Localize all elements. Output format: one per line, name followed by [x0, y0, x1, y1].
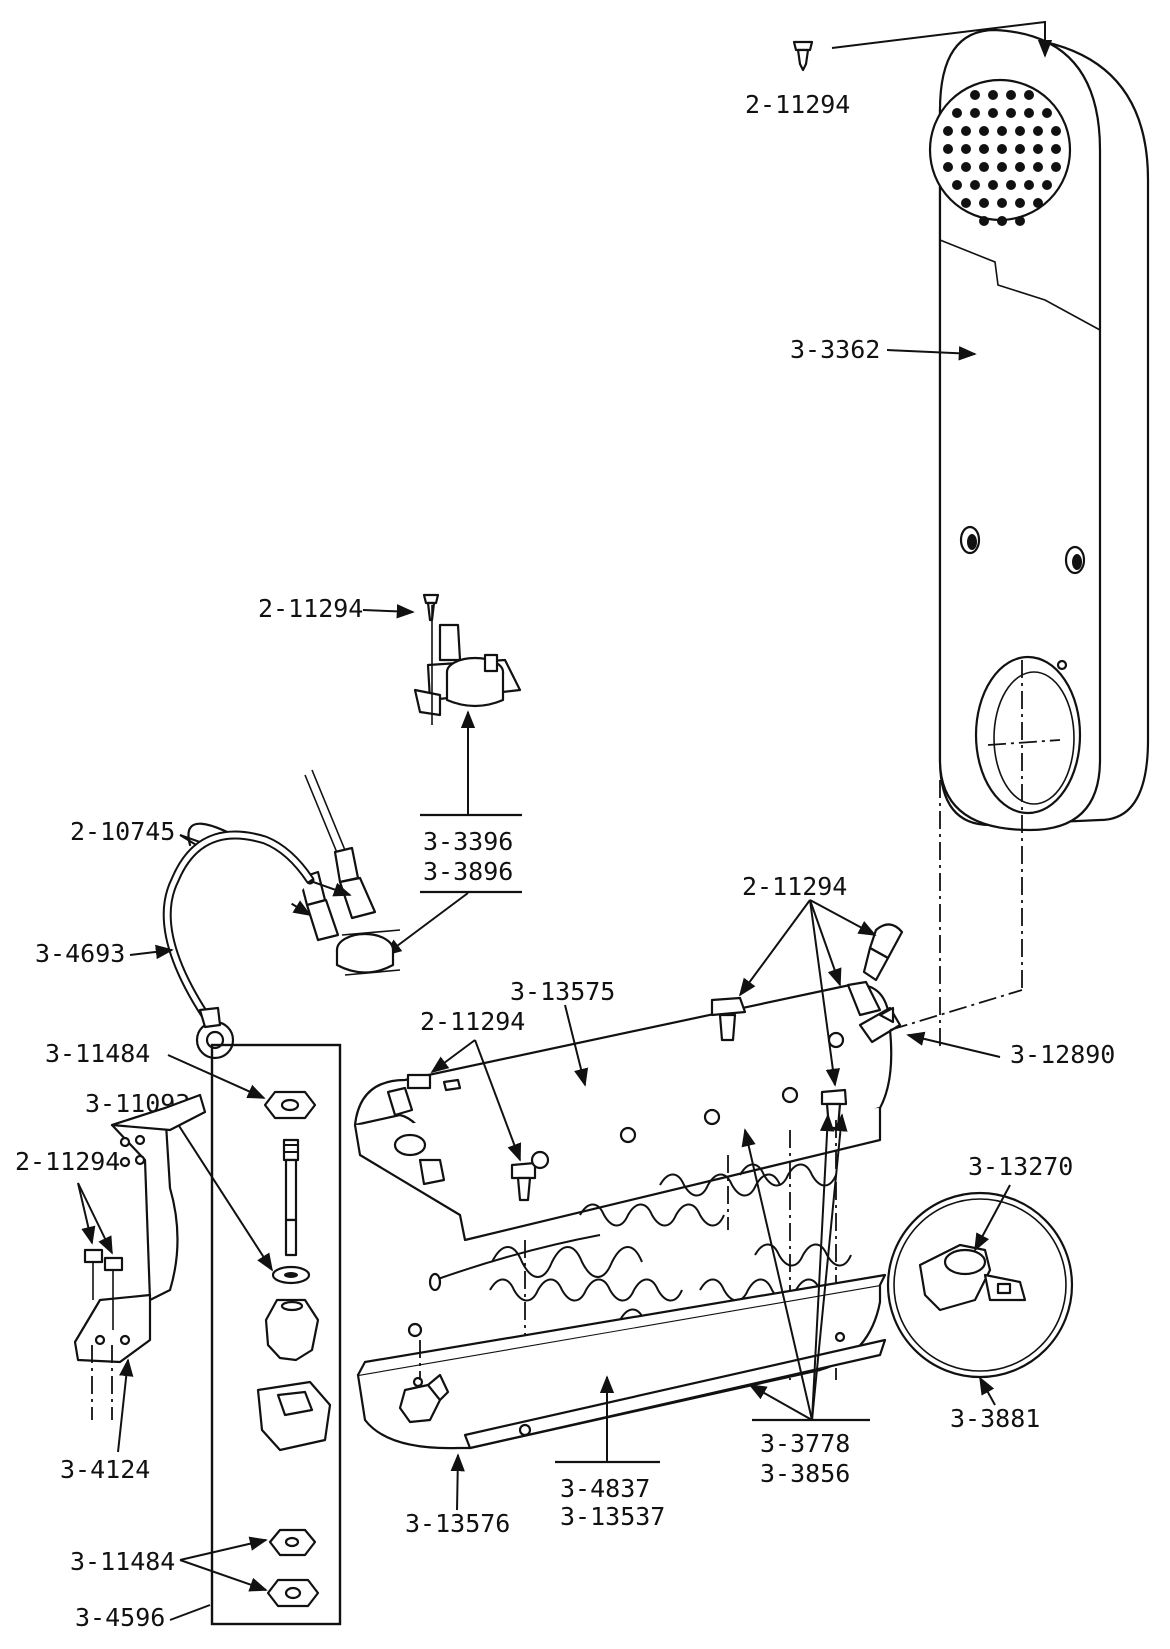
label-insulator-b: 3-3856	[760, 1459, 850, 1488]
label-screw-housing-group: 2-11294	[742, 872, 847, 901]
label-insulator-a: 3-3778	[760, 1429, 850, 1458]
bracket-clamp-icon	[73, 1093, 207, 1364]
label-screw-top: 2-11294	[745, 90, 850, 119]
label-thermostat-a: 3-3396	[423, 827, 513, 856]
label-ground-wire: 3-4693	[35, 939, 125, 968]
label-nut-lower: 3-11484	[70, 1547, 175, 1576]
label-hi-limit: 3-13270	[968, 1152, 1073, 1181]
label-duct-cover: 3-3362	[790, 335, 880, 364]
housing-screws-icon	[386, 923, 904, 1202]
label-nut-upper: 3-11484	[45, 1039, 150, 1068]
label-wire-connector: 2-10745	[70, 817, 175, 846]
hi-limit-thermostat-icon	[886, 1191, 1074, 1379]
ground-wire-icon	[162, 830, 315, 1060]
label-screw-bracket: 2-11294	[15, 1147, 120, 1176]
housing-bottom-icon	[356, 1273, 887, 1450]
label-terminal-kit: 3-4596	[75, 1603, 165, 1632]
label-bracket-terminal: 3-12890	[1010, 1040, 1115, 1069]
screw-top-icon	[792, 40, 814, 72]
thermostat-icon	[413, 593, 522, 725]
duct-cover	[928, 28, 1150, 832]
label-housing-bottom: 3-13576	[405, 1509, 510, 1538]
perforated-grille	[943, 90, 1061, 226]
label-element-a: 3-4837	[560, 1474, 650, 1503]
label-housing-top: 3-13575	[510, 977, 615, 1006]
terminal-kit-parts	[256, 1090, 332, 1608]
label-hi-limit-kit: 3-3881	[950, 1404, 1040, 1433]
label-screw-thermostat: 2-11294	[258, 594, 363, 623]
label-element-b: 3-13537	[560, 1502, 665, 1531]
label-screw-housing-left: 2-11294	[420, 1007, 525, 1036]
terminal-kit-frame	[210, 1043, 342, 1626]
label-thermostat-b: 3-3896	[423, 857, 513, 886]
label-bracket-clamp: 3-4124	[60, 1455, 150, 1484]
